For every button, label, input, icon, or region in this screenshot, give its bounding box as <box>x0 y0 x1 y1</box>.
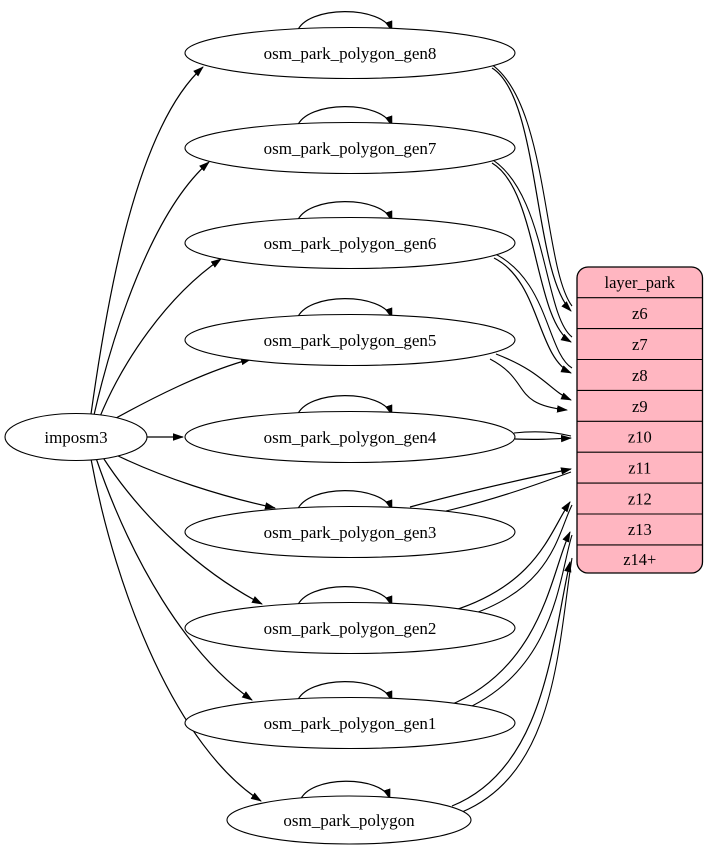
gen2-label: osm_park_polygon_gen2 <box>264 619 437 638</box>
gen1-label: osm_park_polygon_gen1 <box>264 714 437 733</box>
edge-gen8-to-z6-b <box>485 60 573 307</box>
edges-tables-to-zoom-rows <box>409 60 573 813</box>
gen4-ellipse <box>184 410 516 464</box>
polygon-ellipse <box>226 795 472 845</box>
gen8-ellipse <box>184 26 516 80</box>
gen8-label: osm_park_polygon_gen8 <box>264 44 437 63</box>
node-osm-park-polygon-gen6: osm_park_polygon_gen6 <box>184 216 516 270</box>
edge-gen3-to-z11 <box>409 467 572 508</box>
self-loop-gen3 <box>296 490 393 512</box>
layer-park-box <box>576 266 704 574</box>
self-loop-gen4 <box>296 395 393 417</box>
zoom-row-z14: z14+ <box>623 550 656 569</box>
node-osm-park-polygon-gen4: osm_park_polygon_gen4 <box>184 410 516 464</box>
edge-gen5-to-z9-b <box>489 358 568 413</box>
zoom-row-z13: z13 <box>628 520 652 539</box>
edge-imposm3-to-gen1 <box>95 457 253 701</box>
self-loop-polygon <box>299 780 391 802</box>
edge-gen1-to-z13-b <box>458 534 573 713</box>
node-osm-park-polygon-gen2: osm_park_polygon_gen2 <box>184 601 516 655</box>
gen6-ellipse <box>184 216 516 270</box>
imposm3-label: imposm3 <box>44 428 107 447</box>
zoom-row-z6: z6 <box>632 304 648 323</box>
self-loop-gen2 <box>296 586 393 608</box>
edge-gen1-to-z13 <box>447 531 571 707</box>
layer-park-title: layer_park <box>605 273 676 292</box>
edge-gen7-to-z7 <box>491 162 572 343</box>
gen1-ellipse <box>184 696 516 750</box>
edge-gen7-to-z7-b <box>485 155 573 338</box>
gen5-label: osm_park_polygon_gen5 <box>264 331 437 350</box>
gen7-ellipse <box>184 121 516 175</box>
zoom-row-z7: z7 <box>632 335 648 354</box>
node-osm-park-polygon-gen1: osm_park_polygon_gen1 <box>184 696 516 750</box>
edge-imposm3-to-gen7 <box>93 161 210 416</box>
gen5-ellipse <box>184 313 516 367</box>
self-loop-gen6 <box>296 201 393 223</box>
edge-gen4-to-z10 <box>514 434 572 443</box>
zoom-row-z10: z10 <box>628 428 652 447</box>
node-layer-park: layer_park z6 z7 z8 z9 z10 z11 z12 z13 z… <box>576 266 704 574</box>
edge-imposm3-to-gen5 <box>106 358 252 424</box>
zoom-row-z9: z9 <box>632 397 648 416</box>
edge-gen8-to-z6 <box>491 67 572 312</box>
edge-gen5-to-z9 <box>495 353 572 401</box>
edge-imposm3-to-gen8 <box>90 66 204 415</box>
edge-gen6-to-z8-b <box>488 250 573 369</box>
gen3-ellipse <box>184 505 516 559</box>
edge-gen3-to-z11-b <box>445 471 572 512</box>
node-osm-park-polygon-gen8: osm_park_polygon_gen8 <box>184 26 516 80</box>
node-imposm3: imposm3 <box>4 412 148 462</box>
zoom-row-z8: z8 <box>632 366 648 385</box>
gen2-ellipse <box>184 601 516 655</box>
edge-gen2-to-z12 <box>451 501 571 612</box>
edge-gen2-to-z12-b <box>463 504 573 618</box>
node-osm-park-polygon-gen7: osm_park_polygon_gen7 <box>184 121 516 175</box>
self-loop-gen7 <box>296 106 393 128</box>
edge-polygon-to-z14 <box>451 561 572 807</box>
table-nodes: osm_park_polygon_gen8 osm_park_polygon_g… <box>184 26 516 845</box>
gen7-label: osm_park_polygon_gen7 <box>264 139 437 158</box>
node-osm-park-polygon-gen3: osm_park_polygon_gen3 <box>184 505 516 559</box>
zoom-row-z12: z12 <box>628 490 652 509</box>
edge-imposm3-to-gen3 <box>109 451 276 510</box>
self-loop-gen8 <box>296 11 393 33</box>
imposm3-ellipse <box>4 412 148 462</box>
node-osm-park-polygon: osm_park_polygon <box>226 795 472 845</box>
self-loop-gen1 <box>296 681 393 703</box>
edge-gen6-to-z8 <box>493 257 572 374</box>
gen3-label: osm_park_polygon_gen3 <box>264 523 437 542</box>
edge-imposm3-to-gen2 <box>101 455 263 605</box>
zoom-row-z11: z11 <box>628 459 651 478</box>
gen6-label: osm_park_polygon_gen6 <box>264 234 437 253</box>
edges-from-imposm3 <box>90 66 276 802</box>
node-osm-park-polygon-gen5: osm_park_polygon_gen5 <box>184 313 516 367</box>
self-loop-edges <box>296 11 393 802</box>
gen4-label: osm_park_polygon_gen4 <box>264 428 437 447</box>
edge-imposm3-to-gen6 <box>98 258 222 420</box>
edge-gen4-to-z10-b <box>513 431 572 437</box>
edge-imposm3-to-polygon <box>90 458 262 802</box>
polygon-label: osm_park_polygon <box>283 811 415 830</box>
edge-polygon-to-z14-b <box>461 557 573 813</box>
self-loop-gen5 <box>296 298 393 320</box>
